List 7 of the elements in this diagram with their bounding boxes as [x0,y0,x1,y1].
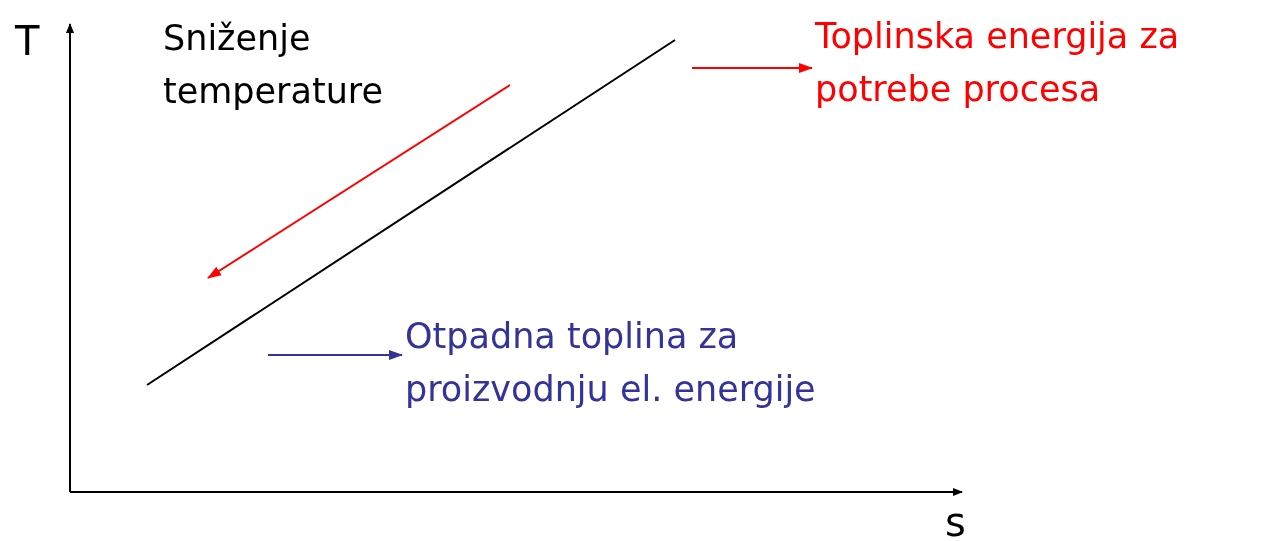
arrow [691,63,813,73]
text-label: Toplinska energija za potrebe procesa [815,10,1260,116]
axis-label: s [945,498,966,541]
arrow [267,350,403,360]
text-label: Otpadna toplina za proizvodnju el. energije [405,310,925,416]
axis-label: T [15,17,40,66]
annotation-text: Sniženje temperature [163,17,384,113]
